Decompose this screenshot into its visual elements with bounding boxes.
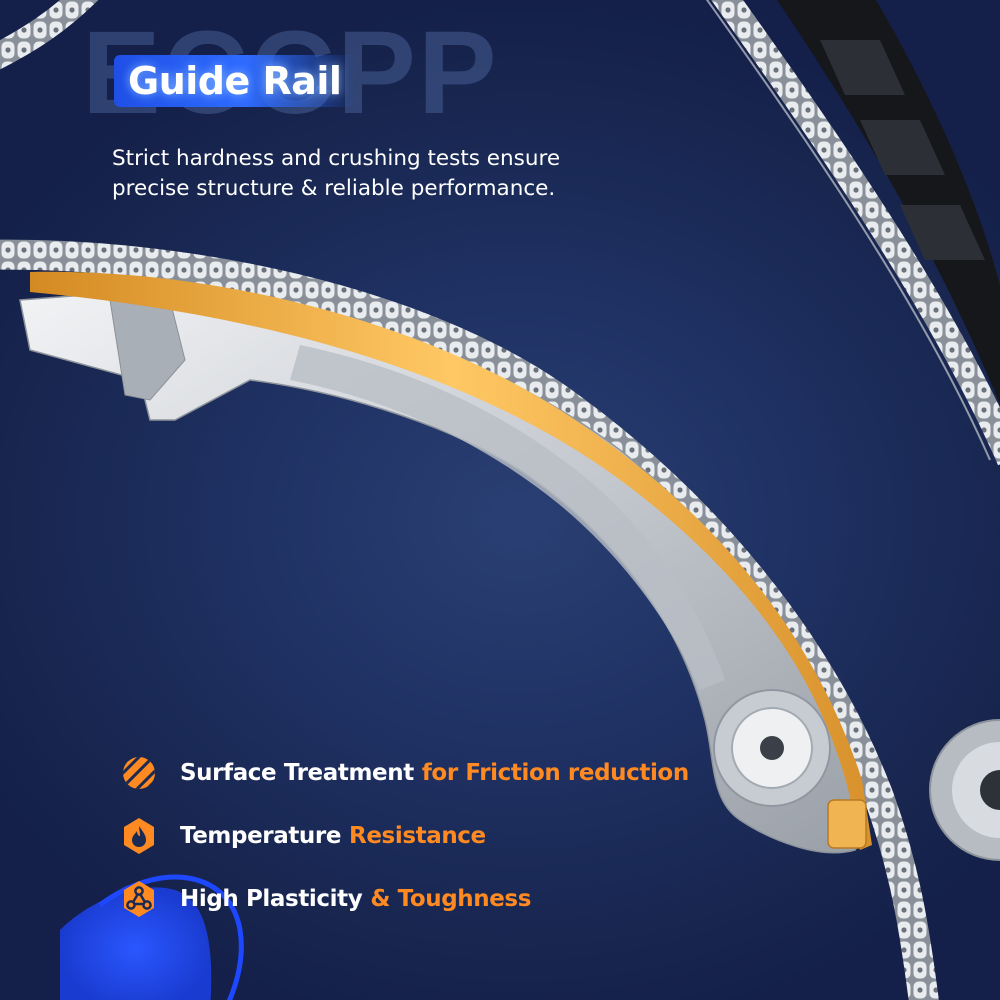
- subtitle: Strict hardness and crushing tests ensur…: [112, 144, 632, 204]
- feature-lead: Temperature: [180, 823, 342, 849]
- feature-item: High Plasticity & Toughness: [118, 878, 531, 920]
- chain-top-left: [0, 0, 99, 70]
- feature-lead: High Plasticity: [180, 886, 363, 912]
- blue-tensioner-part: [60, 887, 212, 1000]
- striped-circle-icon: [118, 752, 160, 794]
- molecule-icon: [118, 878, 160, 920]
- timing-chain: [0, 239, 939, 1000]
- pivot-boss: [713, 689, 831, 807]
- feature-item: Temperature Resistance: [118, 815, 486, 857]
- feature-accent: for Friction reduction: [421, 760, 689, 786]
- feature-accent: & Toughness: [370, 886, 531, 912]
- subtitle-line-2: precise structure & reliable performance…: [112, 176, 556, 201]
- feature-accent: Resistance: [349, 823, 486, 849]
- chain-top-right: [711, 0, 1000, 466]
- feature-lead: Surface Treatment: [180, 760, 414, 786]
- title-badge: Guide Rail: [114, 55, 356, 107]
- page-title: Guide Rail: [128, 59, 342, 103]
- sprocket: [929, 719, 1000, 861]
- subtitle-line-1: Strict hardness and crushing tests ensur…: [112, 146, 561, 171]
- flame-shield-icon: [118, 815, 160, 857]
- feature-item: Surface Treatment for Friction reduction: [118, 752, 689, 794]
